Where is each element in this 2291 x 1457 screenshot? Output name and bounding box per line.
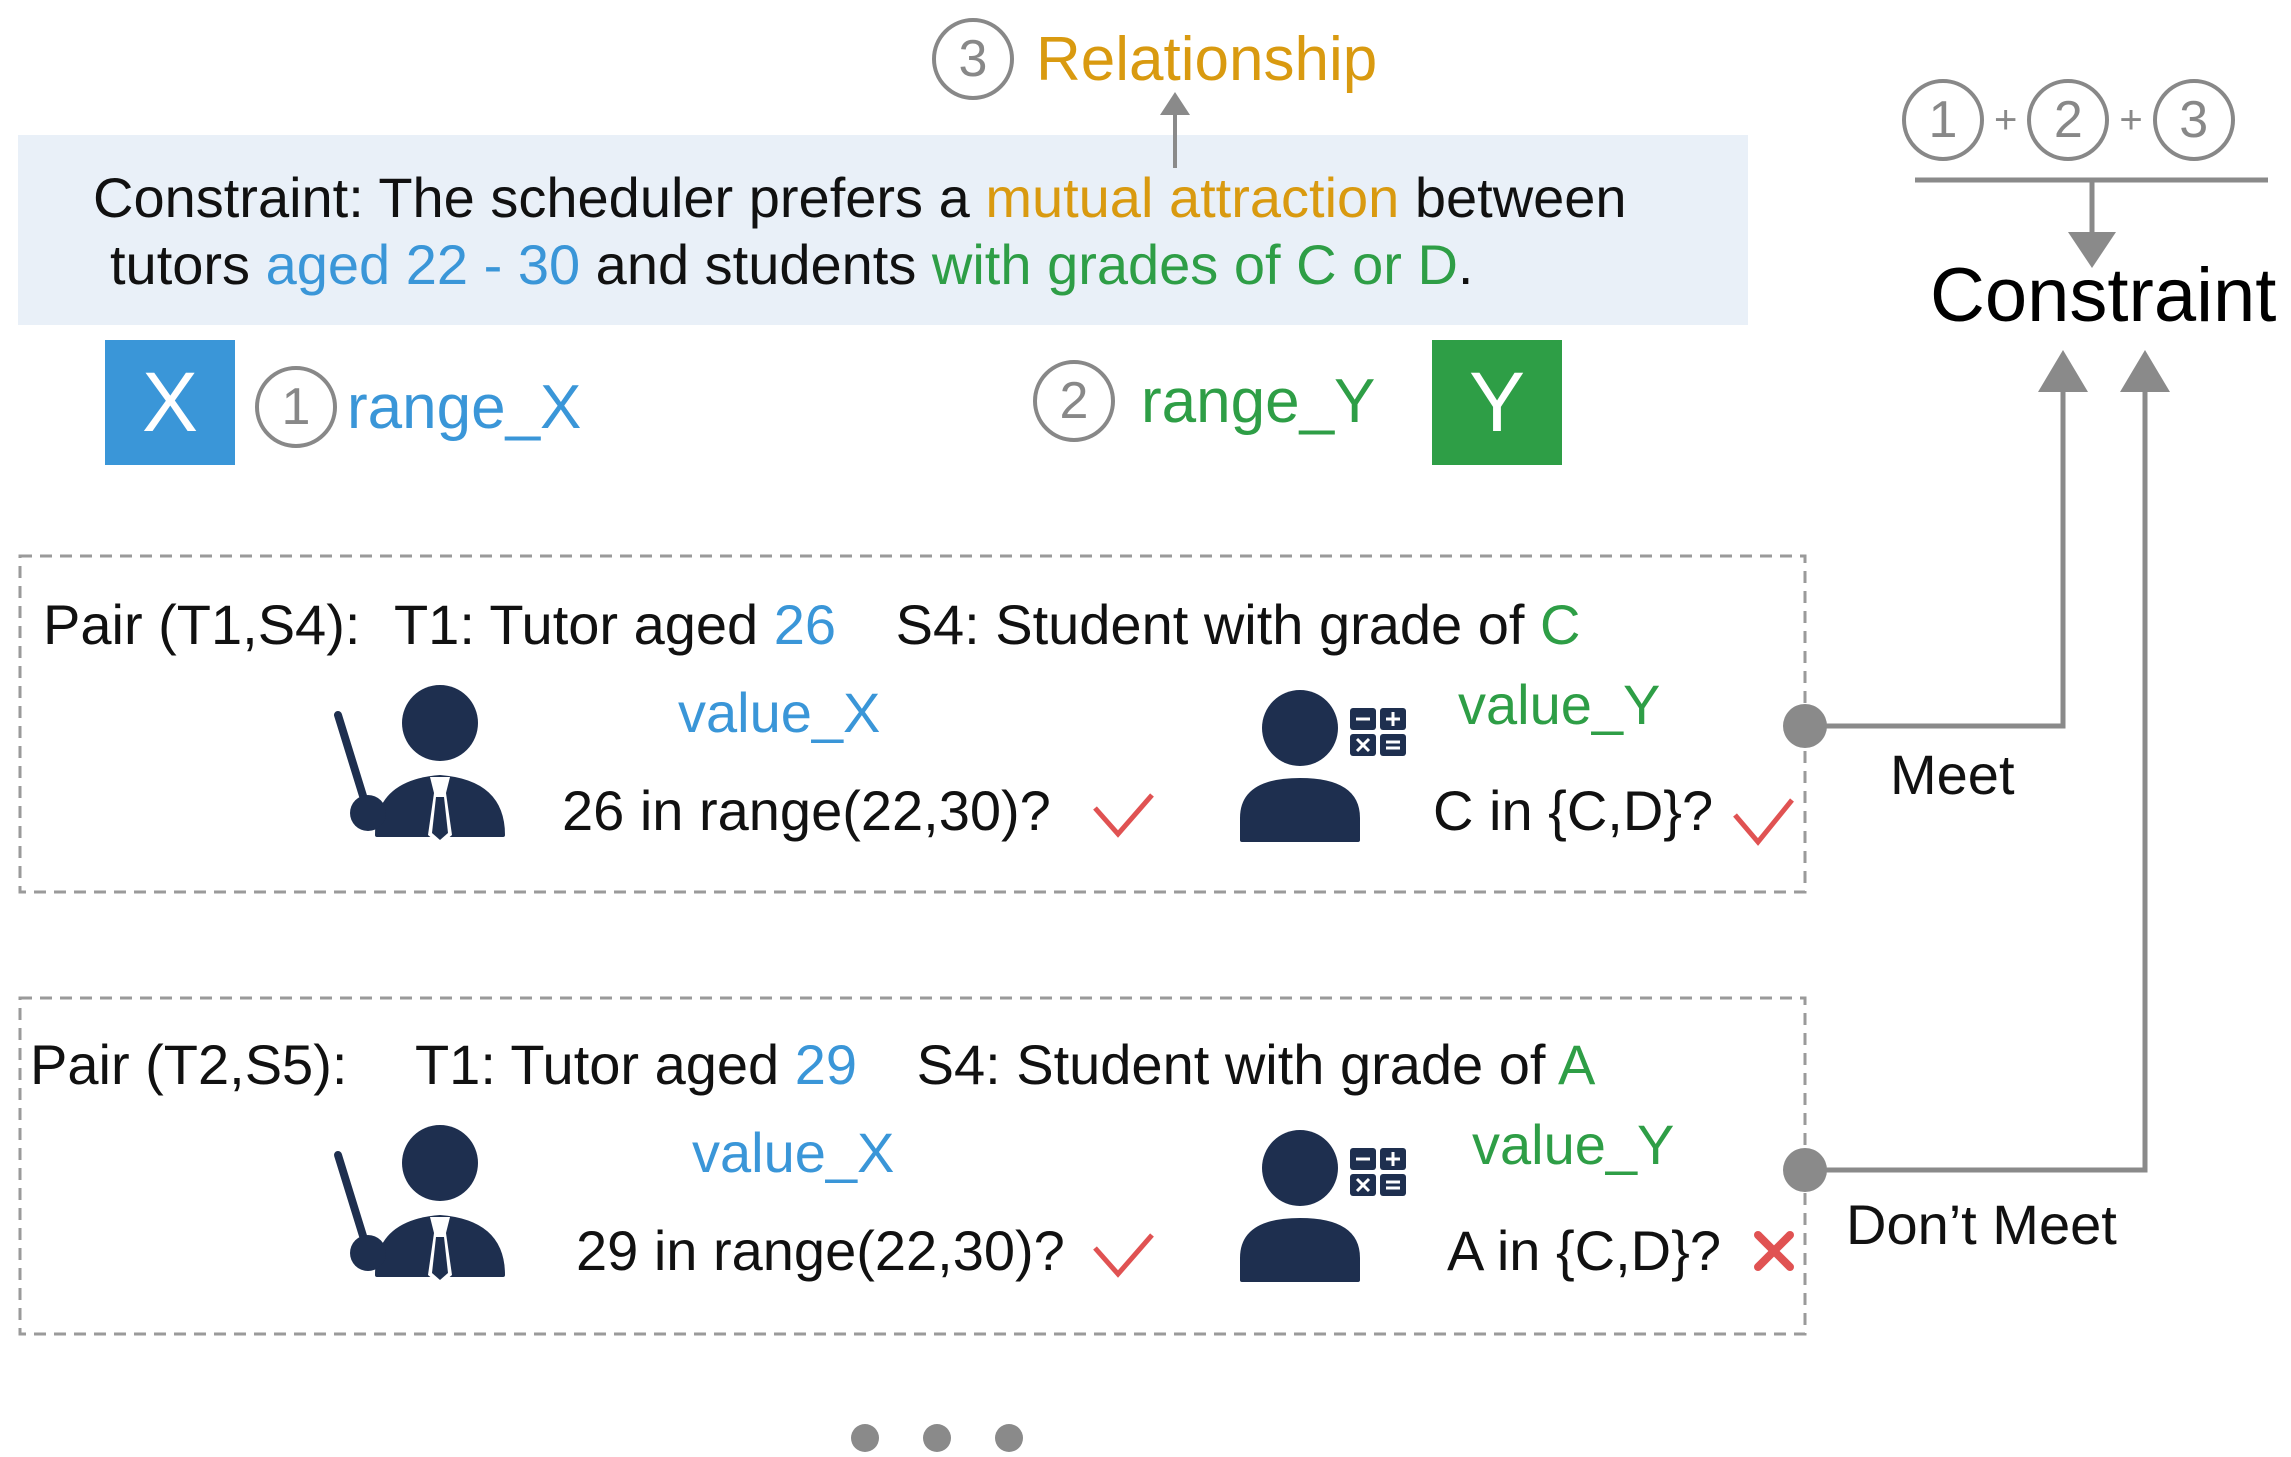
pair-2-value-y: value_Y	[1472, 1113, 1675, 1176]
pair-2-value-x: value_X	[692, 1121, 895, 1184]
pair-2-label: Pair (T2,S5):	[30, 1033, 348, 1096]
checkmark-icon	[1093, 793, 1154, 838]
pair-1-connector	[1805, 385, 2066, 729]
pair-2-arrow-head	[2120, 350, 2170, 392]
student-calculator-icon	[1240, 1130, 1406, 1282]
formula-plus-1: +	[1994, 97, 2018, 142]
range-y-label: 2 range_Y	[1033, 356, 1375, 446]
y-variable-letter: Y	[1468, 355, 1526, 449]
formula-plus-2: +	[2119, 97, 2143, 142]
constraint-line-1: Constraint: The scheduler prefers a mutu…	[93, 165, 1627, 230]
pair-1-arrow-head	[2038, 350, 2088, 392]
teacher-icon	[334, 1125, 505, 1285]
x-variable-box	[105, 340, 235, 465]
constraint-segment: with grades of C or D	[931, 233, 1458, 296]
pair-1-check-x: 26 in range(22,30)?	[562, 779, 1051, 842]
x-variable-letter: X	[141, 355, 199, 449]
constraint-box-bg	[18, 135, 1748, 325]
ellipsis-icon	[851, 1424, 1023, 1452]
pair-2-tutor-value: 29	[794, 1033, 858, 1096]
constraint-segment: between	[1399, 166, 1627, 229]
pair-1-value-x: value_X	[678, 681, 881, 744]
constraint-segment: .	[1457, 233, 1474, 296]
formula-arrow-head	[2068, 232, 2116, 268]
range-x-text: range_X	[347, 372, 582, 442]
range-y-text: range_Y	[1141, 366, 1376, 436]
formula-number-2: 2	[2027, 79, 2110, 161]
range-x-number-circle: 1	[255, 366, 337, 448]
range-y-number-circle: 2	[1033, 360, 1115, 442]
pair-1-student-text: S4: Student with grade of	[895, 593, 1541, 656]
relationship-arrow-head	[1160, 92, 1190, 115]
y-variable-box	[1432, 340, 1562, 465]
relationship-number-circle: 3	[932, 18, 1014, 100]
cross-icon	[1754, 1231, 1794, 1271]
formula-number-1: 1	[1902, 79, 1984, 161]
checkmark-icon	[1093, 1233, 1154, 1278]
pair-2-header: Pair (T2,S5): T1: Tutor aged 29 S4: Stud…	[30, 1032, 1595, 1097]
pair-1-label: Pair (T1,S4):	[43, 593, 361, 656]
pair-1-header: Pair (T1,S4): T1: Tutor aged 26 S4: Stud…	[43, 592, 1580, 657]
pair-1-check-y: C in {C,D}?	[1433, 779, 1714, 842]
pair-2-student-text: S4: Student with grade of	[916, 1033, 1558, 1096]
teacher-icon	[334, 685, 505, 845]
checkmark-icon	[1733, 798, 1794, 846]
relationship-text: Relationship	[1036, 24, 1378, 94]
relationship-label: 3 Relationship	[932, 14, 1377, 104]
pair-1-value-y: value_Y	[1458, 673, 1661, 736]
constraint-result-label: Constraint	[1930, 253, 2277, 338]
pair-2-outcome: Don’t Meet	[1846, 1193, 2117, 1256]
constraint-segment: Constraint: The scheduler prefers a	[93, 166, 986, 229]
student-calculator-icon	[1240, 690, 1406, 842]
formula-row: 1 + 2 + 3	[1902, 78, 2235, 162]
pair-1-tutor-text: T1: Tutor aged	[393, 593, 774, 656]
pair-1-tutor-value: 26	[773, 593, 837, 656]
pair-2-check-x: 29 in range(22,30)?	[576, 1219, 1065, 1282]
pair-2-student-value: A	[1557, 1033, 1596, 1096]
constraint-segment: mutual attraction	[985, 166, 1400, 229]
pair-2-tutor-text: T1: Tutor aged	[414, 1033, 795, 1096]
constraint-segment: and students	[580, 233, 932, 296]
range-x-label: 1 range_X	[255, 362, 581, 452]
pair-2-connector	[1805, 385, 2148, 1173]
pair-1-student-value: C	[1540, 593, 1581, 656]
pair-1-outcome: Meet	[1890, 743, 2015, 806]
constraint-line-2: tutors aged 22 - 30 and students with gr…	[110, 232, 1473, 297]
constraint-segment: aged 22 - 30	[265, 233, 581, 296]
constraint-segment: tutors	[110, 233, 266, 296]
formula-number-3: 3	[2152, 79, 2235, 161]
pair-2-check-y: A in {C,D}?	[1447, 1219, 1721, 1282]
